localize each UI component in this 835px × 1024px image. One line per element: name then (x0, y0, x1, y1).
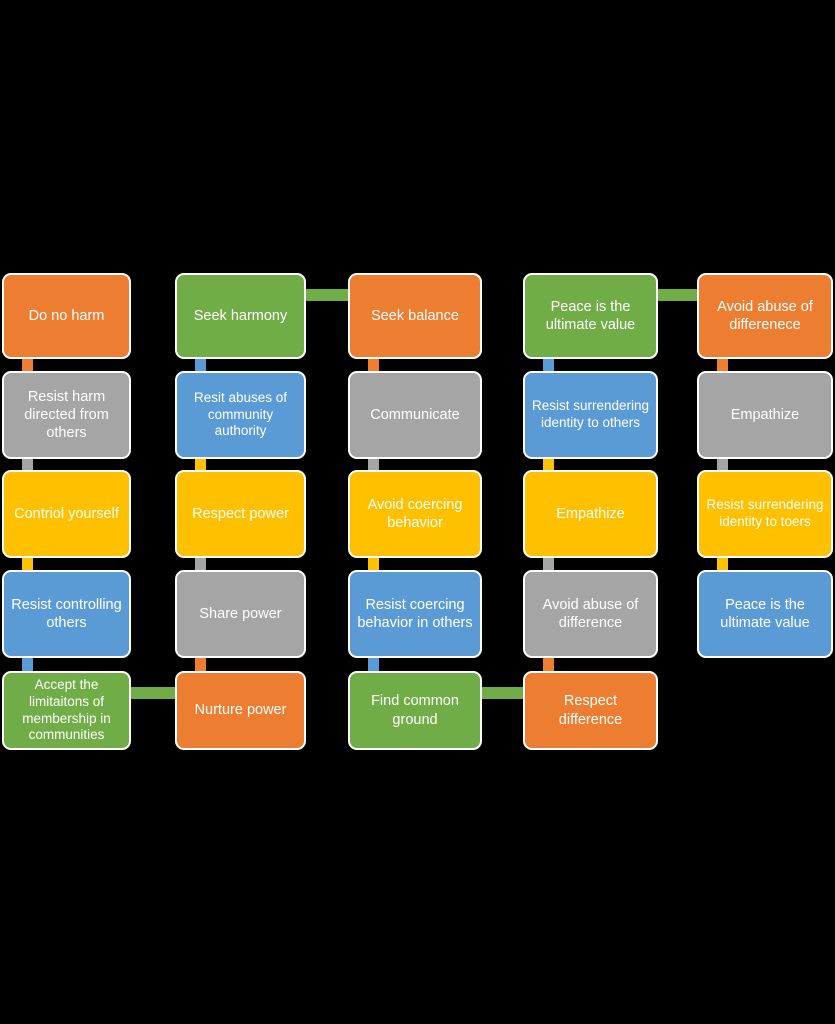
horizontal-connector (654, 289, 701, 301)
vertical-connector (368, 556, 379, 572)
diagram-node[interactable]: Respect power (175, 470, 306, 558)
diagram-node-label: Contriol yourself (14, 505, 119, 522)
diagram-node[interactable]: Contriol yourself (2, 470, 131, 558)
diagram-node-label: Share power (199, 605, 282, 622)
diagram-node-label: Accept the limitaitons of membership in … (22, 676, 111, 743)
vertical-connector (368, 457, 379, 472)
diagram-node-label: Find common ground (371, 693, 459, 728)
horizontal-connector (127, 687, 179, 699)
diagram-node-label: Empathize (556, 505, 625, 522)
vertical-connector (195, 357, 206, 373)
diagram-node-label: Resist harm directed from others (24, 388, 109, 442)
diagram-node[interactable]: Resist surrendering identity to others (523, 371, 658, 459)
diagram-node[interactable]: Resist controlling others (2, 570, 131, 658)
diagram-node[interactable]: Avoid abuse of differenece (697, 273, 833, 359)
vertical-connector (22, 656, 33, 673)
diagram-node-label: Seek harmony (193, 307, 288, 324)
diagram-node-label: Avoid abuse of differenece (717, 298, 813, 333)
diagram-node[interactable]: Peace is the ultimate value (523, 273, 658, 359)
diagram-node[interactable]: Resist coercing behavior in others (348, 570, 482, 658)
diagram-node[interactable]: Accept the limitaitons of membership in … (2, 671, 131, 750)
vertical-connector (717, 457, 728, 472)
diagram-node[interactable]: Share power (175, 570, 306, 658)
diagram-node[interactable]: Communicate (348, 371, 482, 459)
horizontal-connector (478, 687, 527, 699)
diagram-node[interactable]: Avoid coercing behavior (348, 470, 482, 558)
vertical-connector (543, 457, 554, 472)
vertical-connector (368, 656, 379, 673)
diagram-node-label: Seek balance (371, 307, 459, 324)
vertical-connector (22, 556, 33, 572)
diagram-node[interactable]: Resist harm directed from others (2, 371, 131, 459)
vertical-connector (195, 656, 206, 673)
diagram-node[interactable]: Empathize (523, 470, 658, 558)
diagram-node[interactable]: Respect difference (523, 671, 658, 750)
diagram-node[interactable]: Empathize (697, 371, 833, 459)
diagram-node-label: Peace is the ultimate value (545, 298, 636, 333)
diagram-node[interactable]: Nurture power (175, 671, 306, 750)
diagram-node[interactable]: Seek balance (348, 273, 482, 359)
vertical-connector (543, 656, 554, 673)
diagram-node-label: Resist surrendering identity to toers (706, 497, 824, 529)
vertical-connector (22, 457, 33, 472)
diagram-node-label: Nurture power (194, 702, 287, 719)
vertical-connector (543, 357, 554, 373)
diagram-node[interactable]: Resist surrendering identity to toers (697, 470, 833, 558)
diagram-node-label: Do no harm (28, 307, 105, 324)
diagram-node[interactable]: Do no harm (2, 273, 131, 359)
vertical-connector (543, 556, 554, 572)
diagram-node[interactable]: Avoid abuse of difference (523, 570, 658, 658)
diagram-node-label: Peace is the ultimate value (720, 596, 810, 631)
horizontal-connector (302, 289, 352, 301)
diagram-node-label: Avoid abuse of difference (542, 596, 639, 631)
diagram-node-label: Empathize (730, 406, 800, 423)
vertical-connector (368, 357, 379, 373)
vertical-connector (195, 556, 206, 572)
diagram-node[interactable]: Find common ground (348, 671, 482, 750)
diagram-node[interactable]: Seek harmony (175, 273, 306, 359)
diagram-node-label: Communicate (370, 406, 460, 423)
diagram-node-label: Resist controlling others (11, 596, 122, 631)
vertical-connector (717, 357, 728, 373)
diagram-node-label: Resist coercing behavior in others (357, 596, 473, 631)
vertical-connector (22, 357, 33, 373)
diagram-node-label: Avoid coercing behavior (367, 496, 463, 531)
vertical-connector (717, 556, 728, 572)
vertical-connector (195, 457, 206, 472)
diagram-node-label: Resit abuses of community authority (193, 389, 288, 439)
diagram-node-label: Respect difference (558, 693, 623, 728)
diagram-node-label: Respect power (192, 505, 289, 522)
diagram-node-label: Resist surrendering identity to others (531, 398, 650, 430)
diagram-node[interactable]: Peace is the ultimate value (697, 570, 833, 658)
diagram-node[interactable]: Resit abuses of community authority (175, 371, 306, 459)
